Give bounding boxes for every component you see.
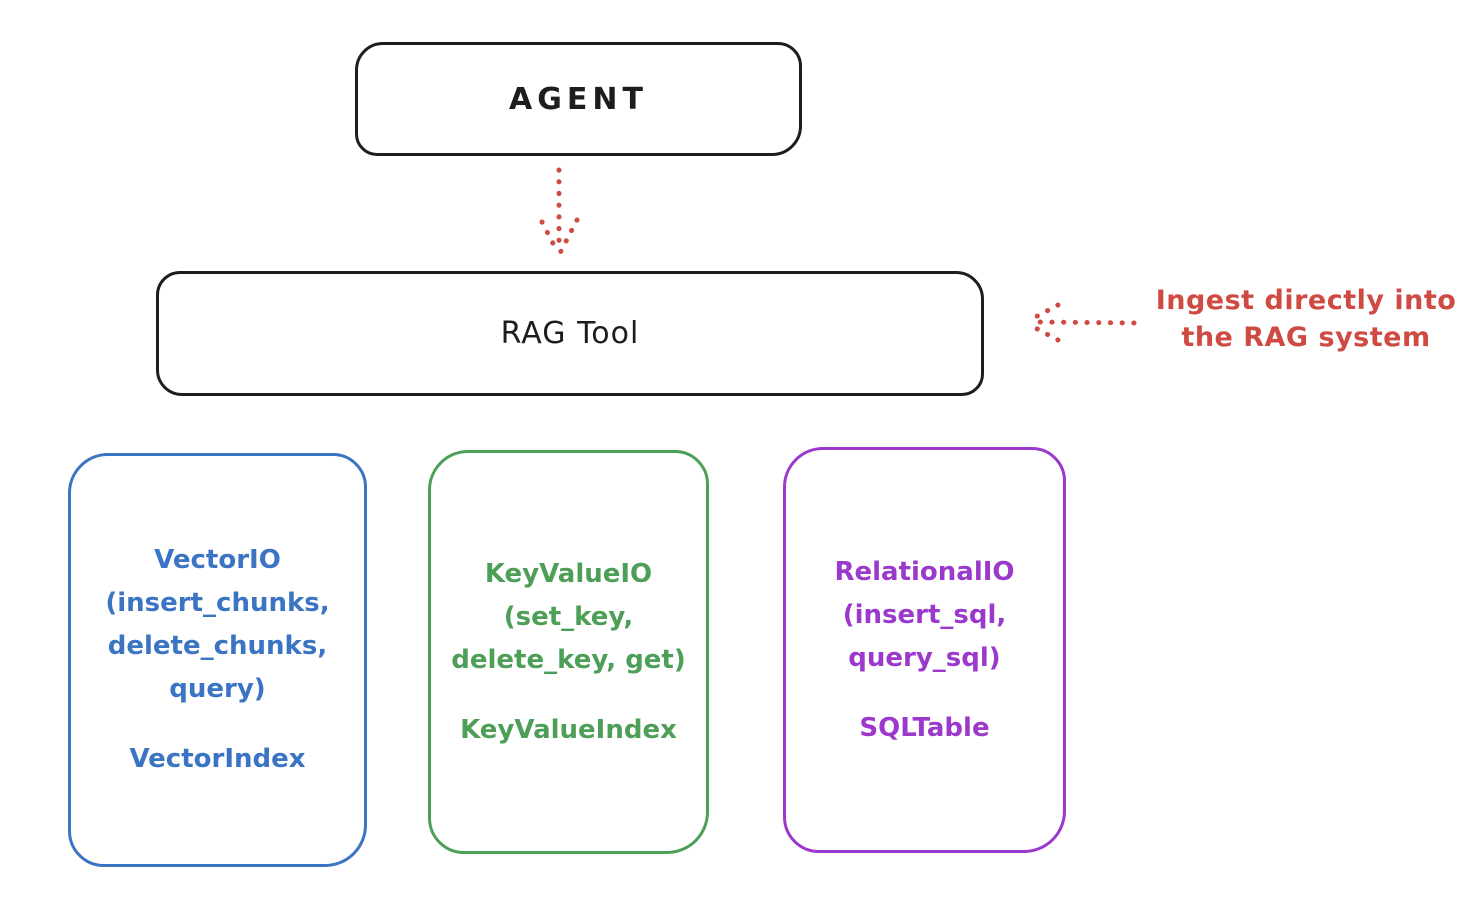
keyvalue-io-index-label: KeyValueIndex [460,714,677,745]
vector-io-signature-line: query) [169,674,266,704]
agent-to-rag-arrowhead-right [557,217,580,256]
keyvalue-io-node: KeyValueIO (set_key, delete_key, get) Ke… [428,450,709,854]
ingest-annotation-line-1: Ingest directly into [1155,285,1457,316]
agent-to-rag-arrowhead-left [539,219,561,256]
relational-io-signature-line: query_sql) [848,642,1001,673]
agent-node: AGENT [355,42,802,156]
vector-io-node: VectorIO (insert_chunks, delete_chunks, … [68,453,367,867]
ingest-arrowhead-bottom [1025,321,1061,343]
ingest-arrow [1025,302,1137,343]
agent-to-rag-arrow [539,167,580,256]
vector-io-signature-line: delete_chunks, [107,631,328,661]
vector-io-index-label: VectorIndex [129,744,306,774]
rag-tool-label: RAG Tool [500,316,640,351]
keyvalue-io-title: KeyValueIO [484,558,653,589]
keyvalue-io-signature-line: delete_key, get) [451,644,686,675]
keyvalue-io-signature-line: (set_key, [503,601,634,632]
relational-io-node: RelationalIO (insert_sql, query_sql) SQL… [783,447,1066,853]
relational-io-index-label: SQLTable [859,712,990,743]
relational-io-signature-line: (insert_sql, [842,599,1007,630]
ingest-arrow-shaft [1037,319,1137,326]
vector-io-signature-line: (insert_chunks, [105,588,330,618]
ingest-annotation: Ingest directly into the RAG system [1140,282,1472,356]
vector-io-title: VectorIO [154,545,281,575]
agent-label: AGENT [509,81,648,117]
ingest-annotation-line-2: the RAG system [1181,322,1431,353]
rag-tool-node: RAG Tool [156,271,984,396]
relational-io-title: RelationalIO [834,556,1015,587]
ingest-arrowhead-top [1025,302,1061,324]
